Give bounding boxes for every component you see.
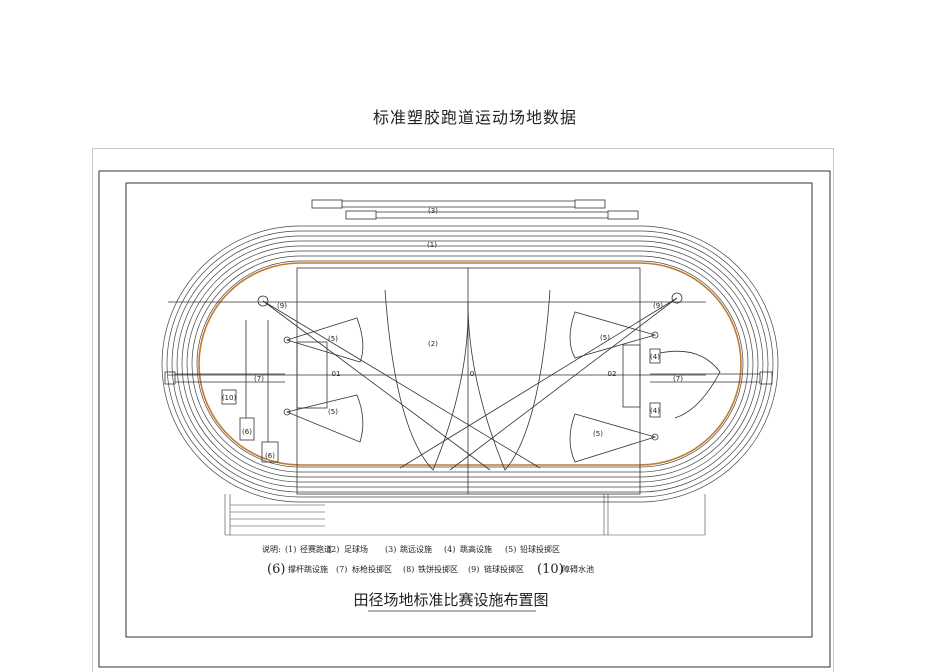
legend-1-no: (1): [285, 545, 296, 554]
legend-10-text: 障碍水池: [562, 564, 594, 574]
legend-8-text: 铁饼投掷区: [418, 564, 458, 574]
running-track: [161, 225, 779, 503]
label-pole-vault-1: (6): [242, 428, 252, 436]
legend-6-no: (6): [267, 562, 285, 577]
legend-6-text: 撑杆跳设施: [288, 564, 328, 574]
legend-4-no: (4): [444, 545, 455, 554]
legend-2-no: (2): [328, 545, 339, 554]
legend-1-text: 径赛跑道: [300, 544, 332, 554]
football-field: [168, 267, 706, 495]
legend-4-text: 跳高设施: [460, 544, 492, 554]
label-center: 0: [470, 370, 474, 378]
legend-10-no: (10): [537, 562, 564, 577]
legend-3-text: 跳远设施: [400, 544, 432, 554]
label-shot-put-2: (5): [328, 408, 338, 416]
discus-hammer-sectors: [257, 292, 721, 471]
label-shot-put-1: (5): [328, 335, 338, 343]
label-high-jump-1: (4): [650, 353, 660, 361]
legend-5-text: 铅球投掷区: [520, 544, 560, 554]
legend: 说明: (1) 径赛跑道 (2) 足球场 (3) 跳远设施 (4) 跳高设施 (…: [262, 544, 594, 577]
legend-3-no: (3): [385, 545, 396, 554]
legend-9-text: 链球投掷区: [484, 564, 524, 574]
legend-9-no: (9): [468, 565, 479, 574]
label-long-jump: (3): [428, 207, 438, 215]
document-title: 标准塑胶跑道运动场地数据: [372, 108, 577, 127]
label-track: (1): [427, 241, 437, 249]
label-discus-right: (9): [653, 302, 663, 310]
inner-frame: [125, 182, 813, 638]
shot-put-sectors: [283, 311, 659, 463]
legend-2-text: 足球场: [344, 544, 368, 554]
left-bend-facilities: [221, 320, 279, 463]
label-shot-put-3: (5): [600, 334, 610, 342]
long-jump-runways: [311, 199, 639, 220]
label-javelin-left: (7): [254, 375, 264, 383]
label-javelin-right: (7): [673, 375, 683, 383]
label-water-pit: (10): [222, 394, 237, 402]
label-shot-put-4: (5): [593, 430, 603, 438]
home-straight-extension: [224, 494, 706, 536]
label-discus-left: (9): [277, 302, 287, 310]
legend-8-no: (8): [403, 565, 414, 574]
high-jump-areas: [649, 348, 661, 418]
figure-caption: 田径场地标准比赛设施布置图: [353, 591, 548, 609]
legend-7-no: (7): [336, 565, 347, 574]
label-football: (2): [428, 340, 438, 348]
track-kerb: [198, 262, 742, 466]
legend-7-text: 标枪投掷区: [352, 564, 392, 574]
javelin-runway: [164, 371, 773, 385]
label-high-jump-2: (4): [650, 407, 660, 415]
label-end-01: 01: [332, 370, 341, 378]
label-pole-vault-2: (6): [265, 452, 275, 460]
legend-prefix: 说明:: [262, 544, 281, 554]
label-end-02: 02: [608, 370, 617, 378]
outer-frame: [98, 170, 831, 668]
legend-5-no: (5): [505, 545, 516, 554]
figure-frame: [92, 148, 834, 672]
